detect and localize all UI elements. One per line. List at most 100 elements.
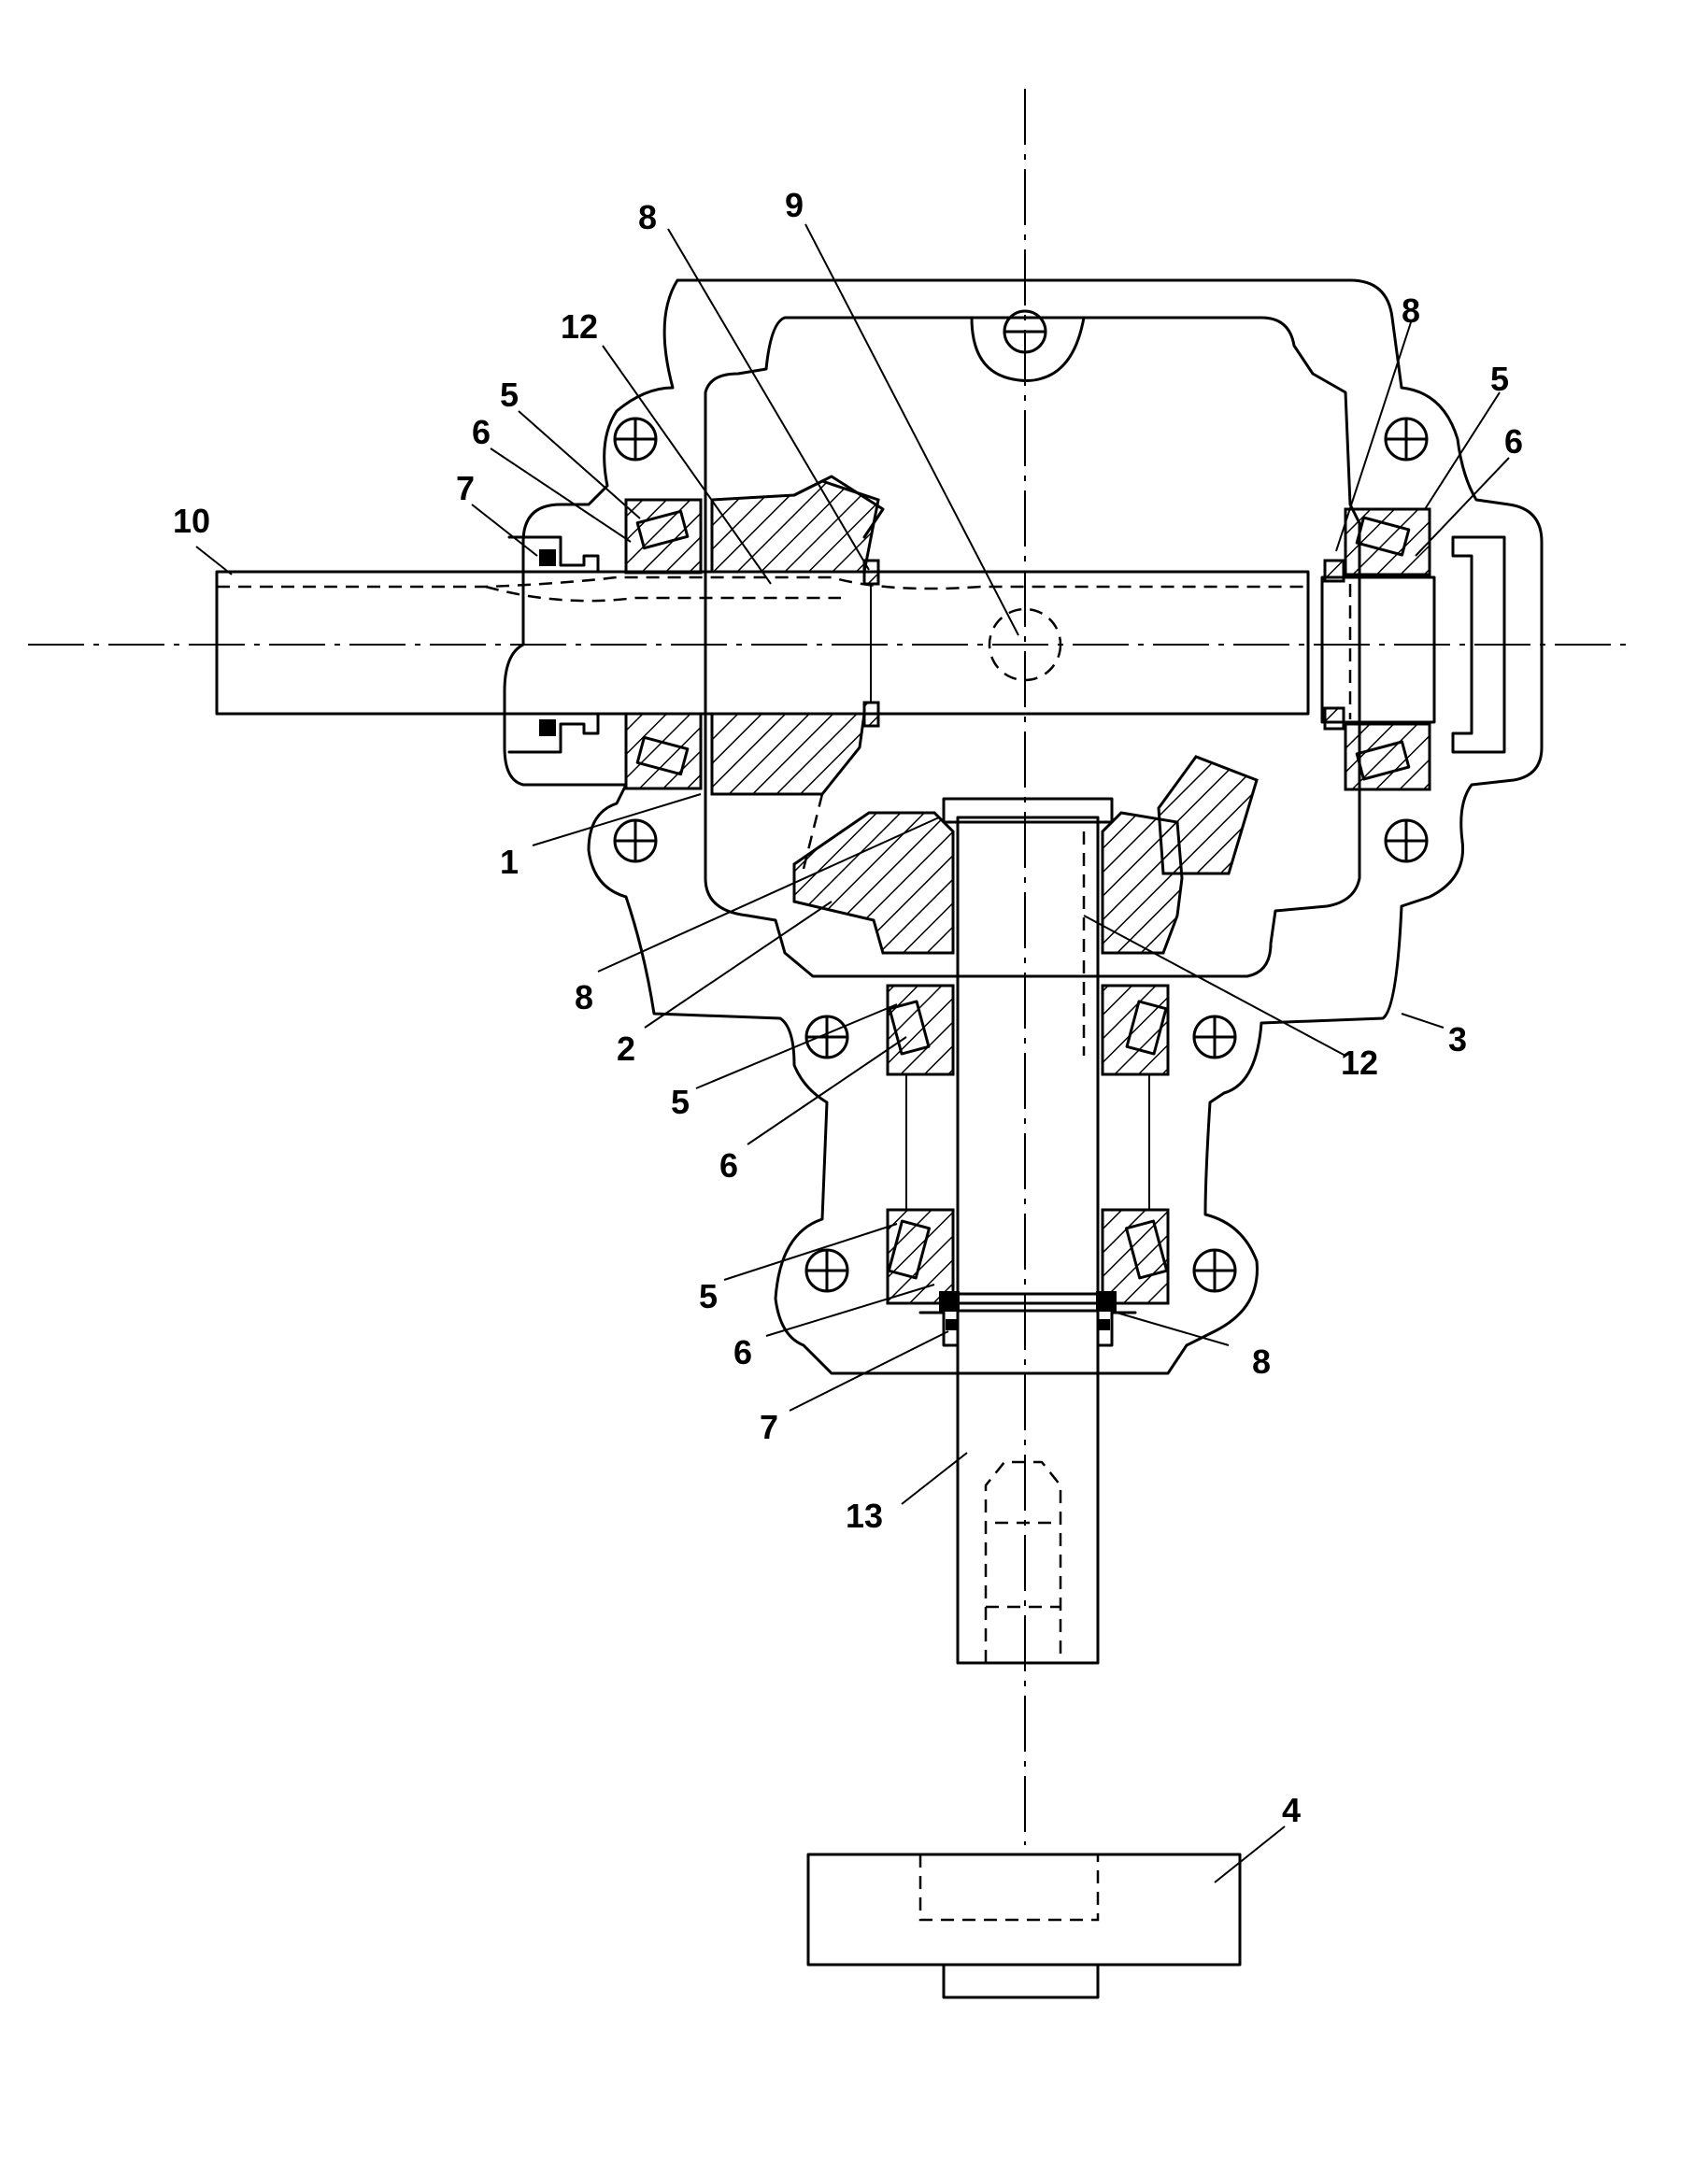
leader-8-top-right bbox=[1335, 321, 1412, 552]
label-8-top-left: 8 bbox=[638, 198, 657, 236]
label-6-low: 6 bbox=[733, 1333, 752, 1371]
lower-seal-right-dot bbox=[1099, 1319, 1110, 1330]
leader-1 bbox=[532, 793, 702, 846]
left-bearing-roller-top bbox=[635, 509, 690, 550]
label-8-low-right: 8 bbox=[1252, 1342, 1271, 1381]
screw-top bbox=[1003, 309, 1047, 354]
leader-5-top-left bbox=[518, 410, 641, 519]
label-5-low: 5 bbox=[699, 1277, 718, 1315]
output-circlip-right bbox=[1096, 1291, 1117, 1312]
right-seal-top bbox=[1323, 559, 1345, 583]
leader-12-mid-right bbox=[1083, 915, 1346, 1057]
screw-mid-left bbox=[613, 818, 658, 863]
left-bearing-roller-bottom bbox=[635, 735, 690, 776]
label-9: 9 bbox=[785, 186, 804, 224]
lower-seal-left bbox=[918, 1311, 960, 1347]
input-shaft-keyway bbox=[485, 585, 841, 603]
screw-low-right bbox=[1192, 1015, 1237, 1059]
left-gear-tooth bbox=[792, 475, 885, 539]
output-bearing-roller-ll bbox=[887, 1219, 931, 1280]
gear-dashed-profile bbox=[802, 793, 824, 870]
screw-bottom-left bbox=[804, 1248, 849, 1293]
housing-inner-cavity bbox=[704, 316, 1361, 978]
output-shaft-upper bbox=[956, 816, 1100, 1305]
leader-6-mid bbox=[747, 1036, 907, 1145]
left-retainer-ring-bottom bbox=[862, 701, 880, 728]
right-bearing-bottom bbox=[1344, 722, 1431, 791]
leader-9 bbox=[804, 223, 1019, 636]
right-bearing-top bbox=[1344, 507, 1431, 576]
leader-12-top bbox=[602, 345, 772, 585]
label-3: 3 bbox=[1448, 1020, 1467, 1058]
screw-upper-right bbox=[1384, 417, 1429, 462]
left-seal-housing-lower bbox=[507, 712, 600, 754]
label-6-top-left: 6 bbox=[472, 413, 491, 451]
right-bearing-roller-top bbox=[1355, 516, 1411, 557]
label-4: 4 bbox=[1282, 1791, 1301, 1829]
output-circlip-left bbox=[939, 1291, 960, 1312]
leader-8-top-left bbox=[667, 228, 870, 571]
output-shaft-top-cap bbox=[942, 797, 1114, 824]
leader-7-low bbox=[789, 1330, 949, 1412]
label-6-mid: 6 bbox=[719, 1146, 738, 1185]
leader-5-low bbox=[723, 1223, 898, 1281]
left-bevel-gear-bottom bbox=[710, 712, 866, 796]
leader-3 bbox=[1401, 1013, 1445, 1029]
label-13: 13 bbox=[846, 1497, 883, 1535]
label-12-top: 12 bbox=[561, 307, 598, 346]
part-4-body bbox=[806, 1853, 1242, 1967]
label-10: 10 bbox=[173, 502, 210, 540]
input-shaft-inner-dashed bbox=[217, 575, 1308, 590]
label-6-top-right: 6 bbox=[1504, 422, 1523, 461]
leader-5-mid bbox=[695, 1003, 898, 1089]
left-seal-top bbox=[539, 549, 556, 566]
output-bearing-roller-ur bbox=[1125, 1000, 1168, 1056]
label-8-top-right: 8 bbox=[1402, 291, 1420, 330]
centre-dashed-circle bbox=[988, 607, 1062, 682]
screw-low-left bbox=[804, 1015, 849, 1059]
label-1: 1 bbox=[500, 843, 519, 881]
part-4-spigot bbox=[942, 1963, 1100, 1999]
output-shaft-lower bbox=[956, 1301, 1100, 1665]
label-5-top-left: 5 bbox=[500, 376, 519, 414]
output-bearing-roller-lr bbox=[1125, 1219, 1169, 1280]
leader-6-top-right bbox=[1415, 457, 1510, 557]
right-end-cap bbox=[1451, 535, 1506, 754]
left-seal-bottom bbox=[539, 719, 556, 736]
leader-8-low-right bbox=[1116, 1312, 1230, 1346]
label-5-mid: 5 bbox=[671, 1083, 690, 1121]
housing-outline bbox=[503, 278, 1544, 1375]
screw-mid-right bbox=[1384, 818, 1429, 863]
input-shaft bbox=[215, 570, 1310, 716]
lower-seal-left-dot bbox=[946, 1319, 957, 1330]
leader-8-mid-left bbox=[597, 817, 940, 973]
label-7-low: 7 bbox=[760, 1408, 778, 1446]
output-bearing-upper-right bbox=[1101, 984, 1170, 1076]
left-seal-housing bbox=[507, 535, 600, 574]
leader-5-top-right bbox=[1424, 391, 1501, 510]
output-bearing-upper-left bbox=[886, 984, 955, 1076]
output-shaft-bore-dashed bbox=[984, 1460, 1062, 1663]
label-2: 2 bbox=[617, 1030, 635, 1068]
label-7-top-left: 7 bbox=[456, 469, 475, 507]
leader-10 bbox=[195, 546, 233, 575]
right-gear-tooth bbox=[1157, 755, 1259, 875]
left-bearing-bottom bbox=[624, 712, 703, 790]
screw-upper-left bbox=[613, 417, 658, 462]
housing-top-bump bbox=[970, 316, 1086, 382]
part-4-dashed-bore bbox=[918, 1854, 1100, 1922]
label-12-mid-right: 12 bbox=[1341, 1044, 1378, 1082]
leader-7-top-left bbox=[471, 504, 538, 557]
left-bearing-top bbox=[624, 498, 703, 575]
leader-13 bbox=[901, 1452, 968, 1505]
output-bevel-gear-left bbox=[792, 811, 955, 955]
right-bearing-roller-bottom bbox=[1355, 740, 1411, 781]
right-sleeve bbox=[1320, 575, 1436, 724]
screw-bottom-right bbox=[1192, 1248, 1237, 1293]
leader-2 bbox=[644, 901, 833, 1029]
label-8-mid-left: 8 bbox=[575, 978, 593, 1016]
output-bearing-roller-ul bbox=[888, 1000, 931, 1056]
lower-seal-right bbox=[1096, 1311, 1137, 1347]
leader-6-top-left bbox=[490, 447, 632, 543]
